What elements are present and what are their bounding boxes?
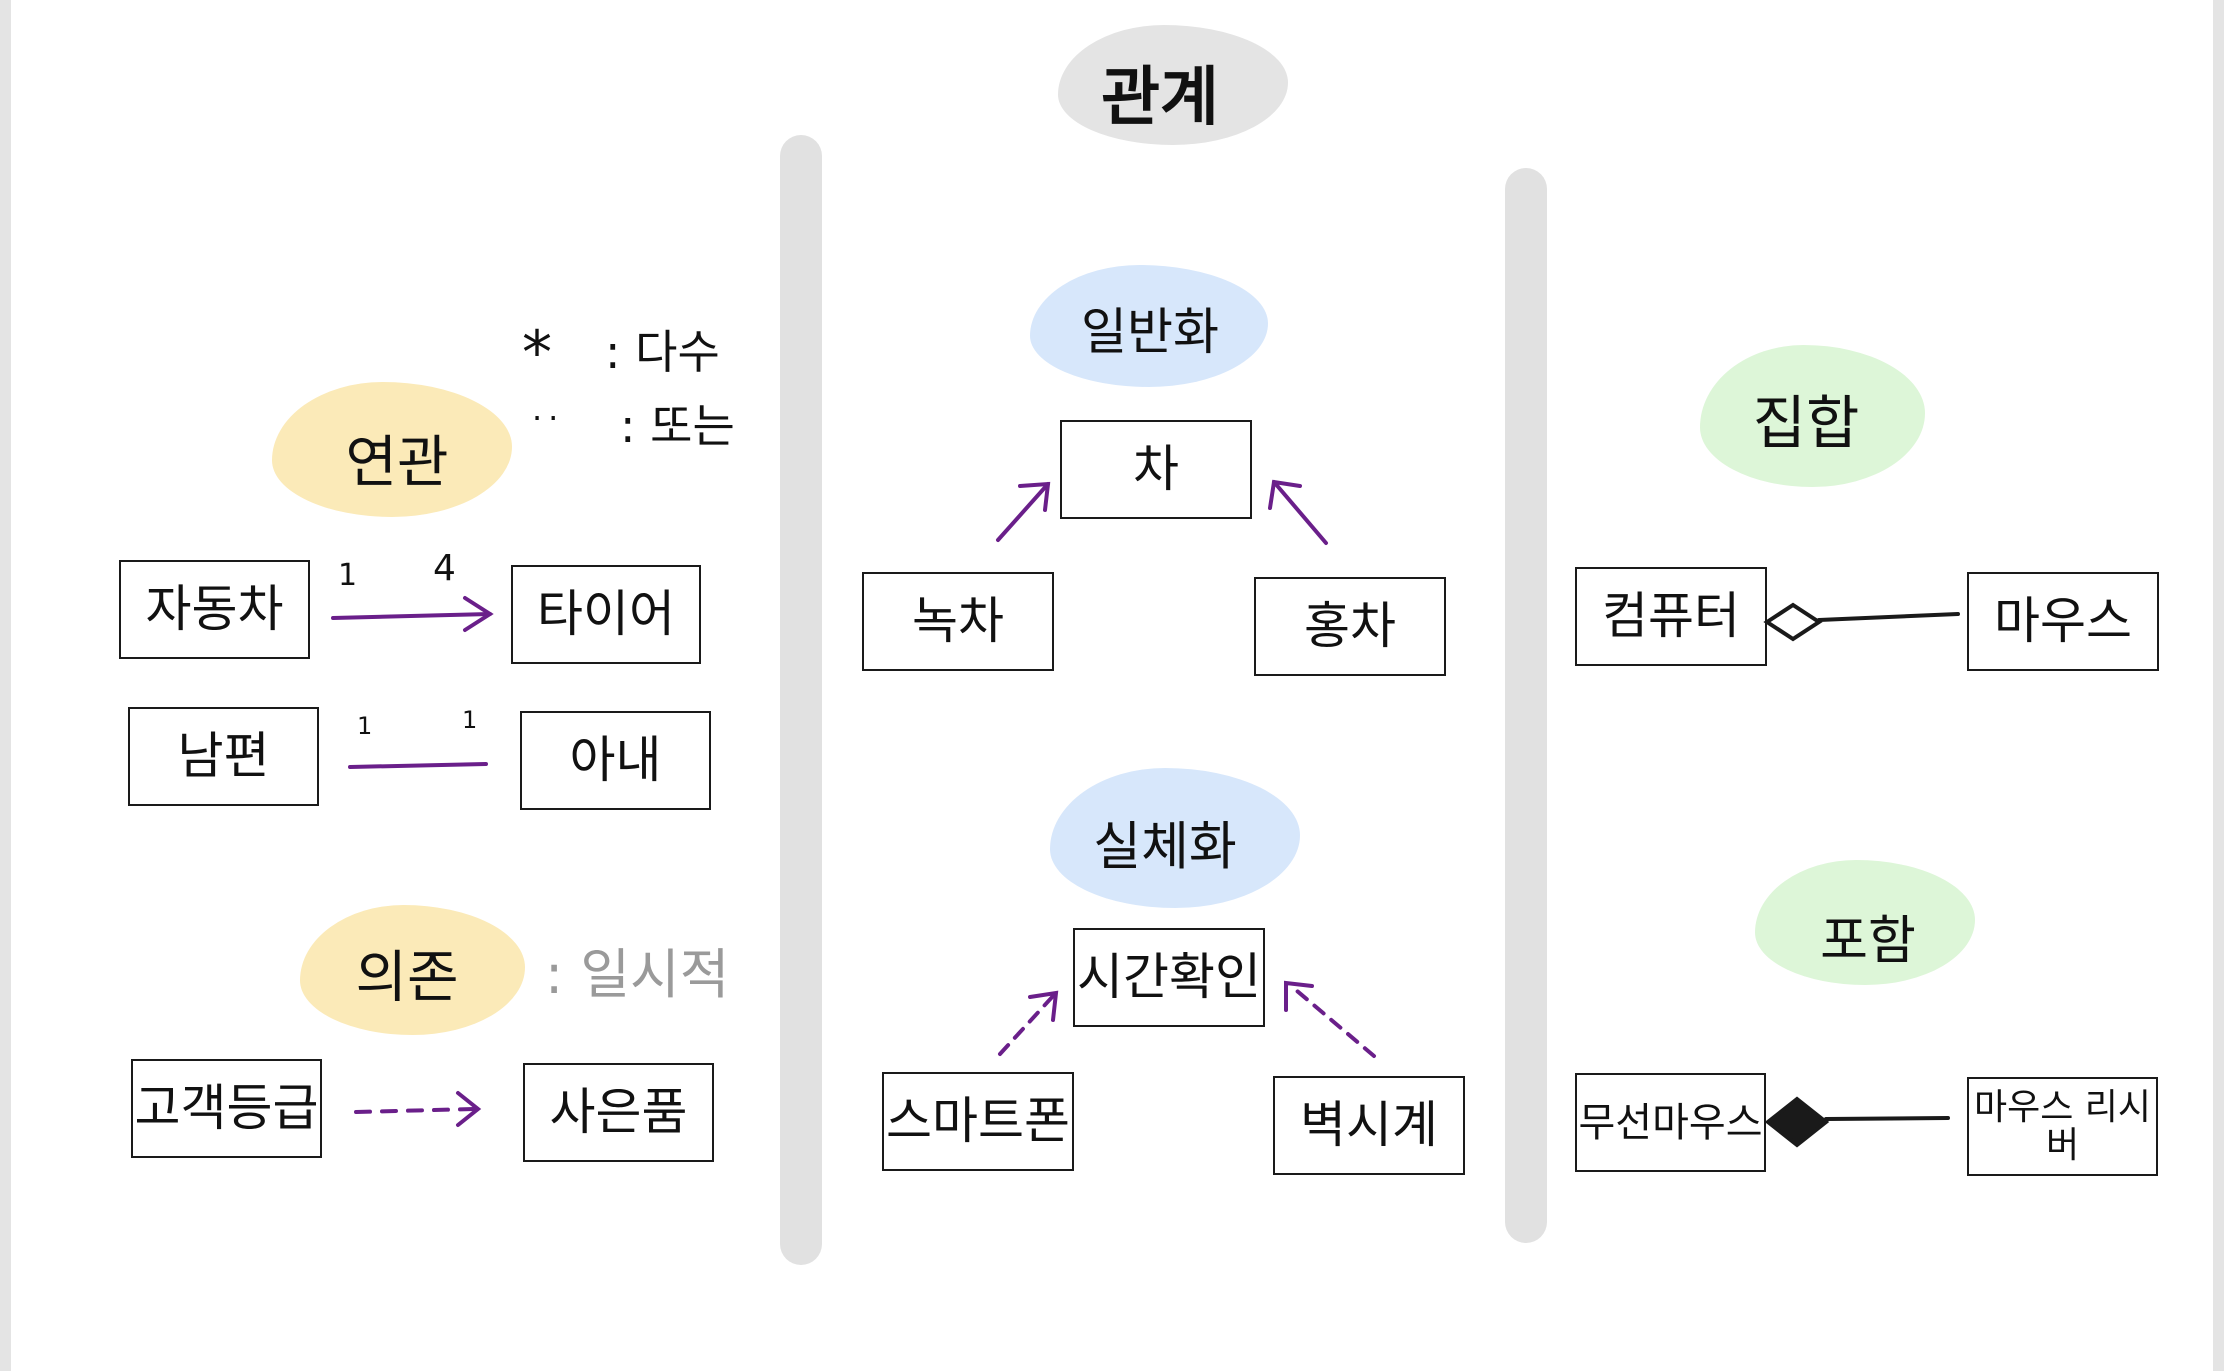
legend-star-meaning: : 다수 (605, 325, 720, 379)
page-title: 관계 (1101, 61, 1219, 135)
green-tea-box: 녹차 (862, 572, 1054, 671)
dependency-heading: 의존 (355, 945, 459, 1011)
aggregation-cloud (1700, 345, 1925, 487)
association-arrow (331, 596, 494, 632)
composition-connector (1764, 1096, 1950, 1148)
dependency-cloud (300, 905, 525, 1035)
customer-grade-box: 고객등급 (131, 1059, 322, 1158)
tea-parent-box: 차 (1060, 420, 1252, 519)
multiplicity-car-1: 1 (338, 558, 358, 593)
gift-box: 사은품 (523, 1063, 714, 1162)
association-heading: 연관 (345, 430, 449, 496)
realization-cloud (1050, 768, 1300, 908)
smartphone-box: 스마트폰 (882, 1072, 1074, 1171)
dependency-note: : 일시적 (545, 943, 730, 1006)
legend-dots-symbol: .. (532, 390, 565, 428)
multiplicity-tire-4: 4 (433, 548, 456, 589)
legend-star-symbol: * (522, 318, 552, 388)
dependency-arrow (354, 1091, 482, 1127)
multiplicity-wife-1: 1 (462, 706, 478, 734)
wife-class-box: 아내 (520, 711, 711, 810)
wall-clock-box: 벽시계 (1273, 1076, 1465, 1175)
black-tea-box: 홍차 (1254, 577, 1446, 676)
aggregation-heading: 집합 (1752, 389, 1860, 457)
aggregation-connector (1763, 602, 1960, 642)
tire-class-box: 타이어 (511, 565, 701, 664)
multiplicity-husband-1: 1 (357, 712, 373, 740)
composition-heading: 포함 (1820, 911, 1916, 972)
generalization-arrow-left (996, 481, 1051, 542)
realization-arrow-left (998, 990, 1059, 1056)
generalization-cloud (1030, 265, 1268, 387)
association-line (348, 762, 488, 769)
legend-dots-meaning: : 또는 (620, 399, 735, 453)
wireless-mouse-box: 무선마우스 (1575, 1073, 1766, 1172)
mouse-box: 마우스 (1967, 572, 2159, 671)
generalization-arrow-right (1268, 479, 1328, 545)
car-class-box: 자동차 (119, 560, 310, 659)
realization-arrow-right (1284, 980, 1376, 1058)
window-frame-left (0, 0, 11, 1371)
husband-class-box: 남편 (128, 707, 319, 806)
realization-heading: 실체화 (1093, 817, 1237, 878)
generalization-heading: 일반화 (1081, 303, 1219, 361)
mouse-receiver-box: 마우스 리시버 (1967, 1077, 2158, 1176)
composition-cloud (1755, 860, 1975, 985)
title-cloud (1058, 25, 1288, 145)
association-cloud (272, 382, 512, 517)
computer-box: 컴퓨터 (1575, 567, 1767, 666)
column-divider-left (780, 135, 822, 1265)
check-time-interface-box: 시간확인 (1073, 928, 1265, 1027)
column-divider-right (1505, 168, 1547, 1243)
window-frame-right (2213, 0, 2224, 1371)
